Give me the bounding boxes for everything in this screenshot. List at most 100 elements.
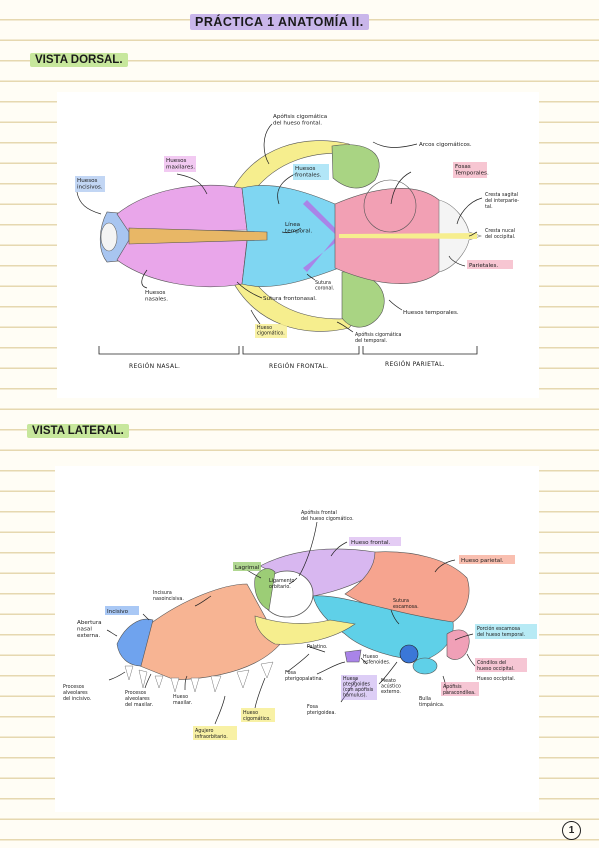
label-line: Sutura bbox=[315, 280, 331, 286]
label-hueso-parietal: Hueso parietal. bbox=[461, 558, 504, 564]
label-line: paracondílea. bbox=[443, 689, 476, 696]
label-line: pterigoidea. bbox=[307, 710, 336, 716]
sagittal-crest bbox=[339, 233, 477, 239]
region-label-nasal: REGIÓN NASAL. bbox=[129, 363, 180, 370]
label-line: Ligamento bbox=[269, 578, 295, 584]
label-line: del maxilar. bbox=[125, 702, 153, 708]
label-highlight bbox=[241, 708, 275, 722]
maxilla-top bbox=[116, 185, 248, 233]
label-huesos-nasales: Huesos nasales. bbox=[145, 290, 168, 303]
label-line: temporal. bbox=[285, 229, 312, 235]
label-line: escamosa. bbox=[393, 605, 419, 610]
label-line: Apófisis cigomática bbox=[273, 113, 327, 120]
label-line: maxilar. bbox=[173, 700, 192, 706]
label-procesos-alveolares-incisivo: Procesos alveolares del incisivo. bbox=[63, 684, 91, 702]
label-huesos-frontales: Huesos frontales. bbox=[295, 166, 322, 179]
dorsal-view-figure: Apófisis cigomática del hueso frontal. A… bbox=[57, 92, 539, 398]
label-highlight bbox=[475, 658, 527, 672]
label-line: Incisura bbox=[153, 590, 172, 596]
label-incisivo: Incisivo bbox=[107, 609, 129, 615]
label-incisura-nasoincisiva: Incisura nasoincisiva. bbox=[153, 590, 184, 602]
incisor-teeth bbox=[100, 222, 118, 252]
label-line: Hueso bbox=[243, 710, 258, 716]
external-acoustic-meatus bbox=[399, 644, 419, 664]
label-line: Abertura bbox=[77, 620, 102, 626]
label-abertura-nasal: Abertura nasal externa. bbox=[77, 620, 103, 639]
label-procesos-alveolares-maxilar: Procesos alveolares del maxilar. bbox=[125, 690, 153, 708]
label-line: acústico bbox=[381, 683, 401, 690]
label-linea-temporal: Línea temporal. bbox=[285, 221, 312, 235]
label-line: esfenoides. bbox=[363, 660, 390, 666]
label-line: orbitario. bbox=[269, 584, 291, 590]
label-line: incisivos. bbox=[77, 185, 103, 191]
label-line: Fosas bbox=[455, 164, 471, 170]
label-bulla-timpanica: Bulla timpánica. bbox=[419, 696, 444, 708]
lateral-view-figure: Apófisis frontal del hueso cigomático. H… bbox=[55, 466, 539, 812]
label-line: Cóndilos del bbox=[477, 659, 506, 666]
label-line: Línea bbox=[285, 221, 300, 228]
label-sutura-coronal: Sutura coronal. bbox=[315, 280, 334, 292]
label-highlight bbox=[453, 162, 487, 178]
label-cresta-sagital: Cresta sagital del interparie- tal. bbox=[485, 192, 521, 210]
label-line: Huesos bbox=[166, 158, 187, 164]
label-line: Procesos bbox=[63, 684, 85, 690]
lateral-leader-lines bbox=[106, 521, 476, 725]
label-hueso-esfenoides: Hueso esfenoides. bbox=[363, 654, 390, 666]
label-arcos-cig: Arcos cigomáticos. bbox=[419, 141, 472, 148]
label-line: del hueso temporal. bbox=[477, 632, 525, 638]
label-line: nasales. bbox=[145, 297, 168, 303]
label-line: del incisivo. bbox=[63, 696, 91, 702]
label-line: Temporales. bbox=[454, 171, 489, 177]
label-line: Sutura bbox=[393, 598, 409, 604]
label-line: Huesos bbox=[77, 178, 98, 184]
label-highlight bbox=[75, 176, 105, 192]
region-label-frontal: REGIÓN FRONTAL. bbox=[269, 363, 328, 370]
label-highlight bbox=[441, 682, 479, 696]
label-line: Cresta nucal bbox=[485, 228, 515, 234]
lateral-view-heading: VISTA LATERAL. bbox=[27, 424, 129, 438]
label-agujero-infraorbitario: Agujero infraorbitario. bbox=[195, 728, 228, 740]
label-condilos-occipital: Cóndilos del hueso occipital. bbox=[477, 659, 515, 672]
label-line: pterigopalatina. bbox=[285, 676, 323, 682]
label-hueso-cigomatico-lateral: Hueso cigomático. bbox=[243, 710, 271, 722]
label-apofisis-cig-temporal: Apófisis cigomática del temporal. bbox=[355, 331, 403, 344]
temporal-line-top bbox=[303, 200, 339, 234]
label-sutura-frontonasal: Sutura frontonasal. bbox=[263, 296, 317, 302]
label-highlight bbox=[105, 606, 139, 615]
maxilla-bottom bbox=[116, 239, 248, 288]
label-line: Procesos bbox=[125, 690, 147, 696]
label-palatino: Palatino. bbox=[307, 644, 328, 650]
label-ligamento-orbitario: Ligamento orbitario. bbox=[269, 578, 296, 590]
label-line: Apófisis cigomática bbox=[355, 331, 402, 338]
label-line: Meato bbox=[381, 678, 396, 684]
lateral-skull-diagram: Apófisis frontal del hueso cigomático. H… bbox=[63, 509, 537, 740]
label-highlight bbox=[467, 260, 513, 269]
label-line: del occipital. bbox=[485, 234, 515, 240]
label-sutura-escamosa: Sutura escamosa. bbox=[393, 598, 419, 610]
label-line: nasoincisiva. bbox=[153, 596, 184, 602]
label-line: timpánica. bbox=[419, 701, 444, 708]
label-huesos-maxilares: Huesos maxilares. bbox=[166, 158, 195, 171]
label-line: frontales. bbox=[295, 173, 322, 179]
label-line: hueso occipital. bbox=[477, 666, 515, 672]
label-apofisis-frontal-cig: Apófisis frontal del hueso cigomático. bbox=[301, 509, 354, 522]
label-line: del hueso cigomático. bbox=[301, 515, 354, 522]
label-apofisis-paracondilea: Apófisis paracondílea. bbox=[443, 683, 476, 696]
label-cresta-nucal: Cresta nucal del occipital. bbox=[485, 228, 517, 240]
label-highlight bbox=[459, 555, 515, 564]
label-hueso-maxilar: Hueso maxilar. bbox=[173, 694, 192, 706]
label-line: maxilares. bbox=[166, 165, 195, 171]
label-line: cigomático. bbox=[243, 715, 271, 722]
label-apofisis-cig-frontal: Apófisis cigomática del hueso frontal. bbox=[273, 113, 329, 127]
lateral-incisive bbox=[116, 618, 154, 667]
dorsal-leader-lines bbox=[76, 123, 483, 333]
label-line: cigomático. bbox=[257, 330, 285, 337]
label-huesos-incisivos: Huesos incisivos. bbox=[77, 178, 103, 191]
label-fosa-pterigopalatina: Fosa pterigopalatina. bbox=[285, 670, 323, 682]
label-highlight bbox=[233, 562, 261, 571]
region-brackets bbox=[98, 346, 478, 355]
label-line: Hueso bbox=[343, 676, 358, 682]
lateral-lacrimal bbox=[254, 568, 276, 611]
label-line: tal. bbox=[485, 204, 493, 210]
label-line: del interparie- bbox=[485, 198, 519, 204]
